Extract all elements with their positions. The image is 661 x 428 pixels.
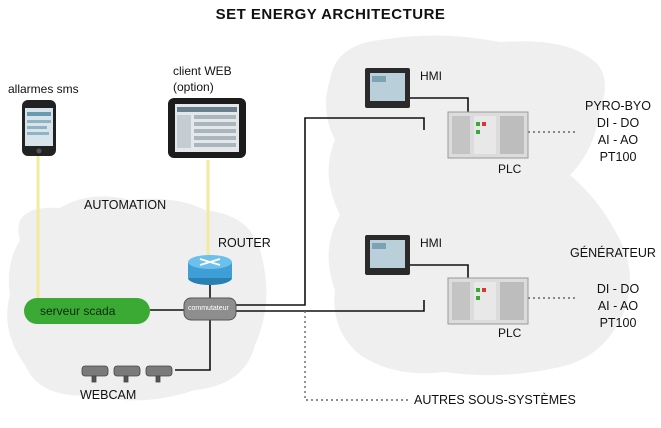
scada-server-label: serveur scada	[40, 304, 116, 318]
cloud-right	[326, 35, 630, 376]
plc-top-label: PLC	[498, 162, 522, 176]
diagram-title: SET ENERGY ARCHITECTURE	[215, 6, 446, 23]
webcam-icon	[145, 365, 173, 383]
router-icon	[188, 255, 232, 285]
io-top-list: PYRO-BYO DI - DO AI - AO PT100	[578, 98, 658, 166]
other-subsystems-label: AUTRES SOUS-SYSTÈMES	[414, 393, 576, 407]
io-bottom-item: PT100	[599, 316, 637, 330]
io-top-item: DI - DO	[596, 116, 640, 130]
switch-plc-bottom-link	[236, 300, 425, 312]
automation-label: AUTOMATION	[84, 198, 167, 212]
hmi-bottom-plc-link	[410, 264, 469, 278]
dotted-links	[304, 131, 578, 401]
io-bottom-item: AI - AO	[597, 299, 639, 313]
webcam-icon	[81, 365, 109, 383]
hmi-bottom-label: HMI	[420, 236, 442, 250]
router-label: ROUTER	[218, 236, 271, 250]
smartphone-icon	[22, 100, 56, 156]
network-links	[150, 97, 469, 371]
webcam-icons	[81, 365, 173, 383]
io-top-item: PT100	[599, 150, 637, 164]
web-client-option-label: (option)	[173, 80, 214, 94]
sms-label: allarmes sms	[8, 82, 79, 96]
wifi-links	[36, 150, 210, 300]
hmi-bottom-icon	[365, 235, 410, 275]
io-top-item: AI - AO	[597, 133, 639, 147]
switch-label: commutateur	[188, 305, 229, 312]
io-bottom-item: DI - DO	[596, 282, 640, 296]
switch-plc-top-link	[236, 117, 425, 306]
webcam-switch-link	[175, 320, 211, 371]
background-clouds	[7, 35, 630, 401]
io-bottom-title: GÉNÉRATEUR	[570, 246, 656, 260]
hmi-top-icon	[365, 68, 410, 108]
plc-bottom-label: PLC	[498, 326, 522, 340]
hmi-top-label: HMI	[420, 69, 442, 83]
webcam-icon	[113, 365, 141, 383]
io-top-item: PYRO-BYO	[585, 99, 651, 113]
io-bottom-list: DI - DO AI - AO PT100	[578, 281, 658, 332]
plc-top-icon	[447, 111, 529, 159]
webcam-label: WEBCAM	[80, 388, 137, 402]
hmi-top-plc-link	[410, 97, 469, 112]
switch-icon	[183, 297, 237, 321]
plc-bottom-icon	[447, 277, 529, 325]
web-client-label: client WEB	[173, 64, 232, 78]
scada-server-box	[24, 298, 150, 324]
tablet-icon	[168, 98, 246, 158]
